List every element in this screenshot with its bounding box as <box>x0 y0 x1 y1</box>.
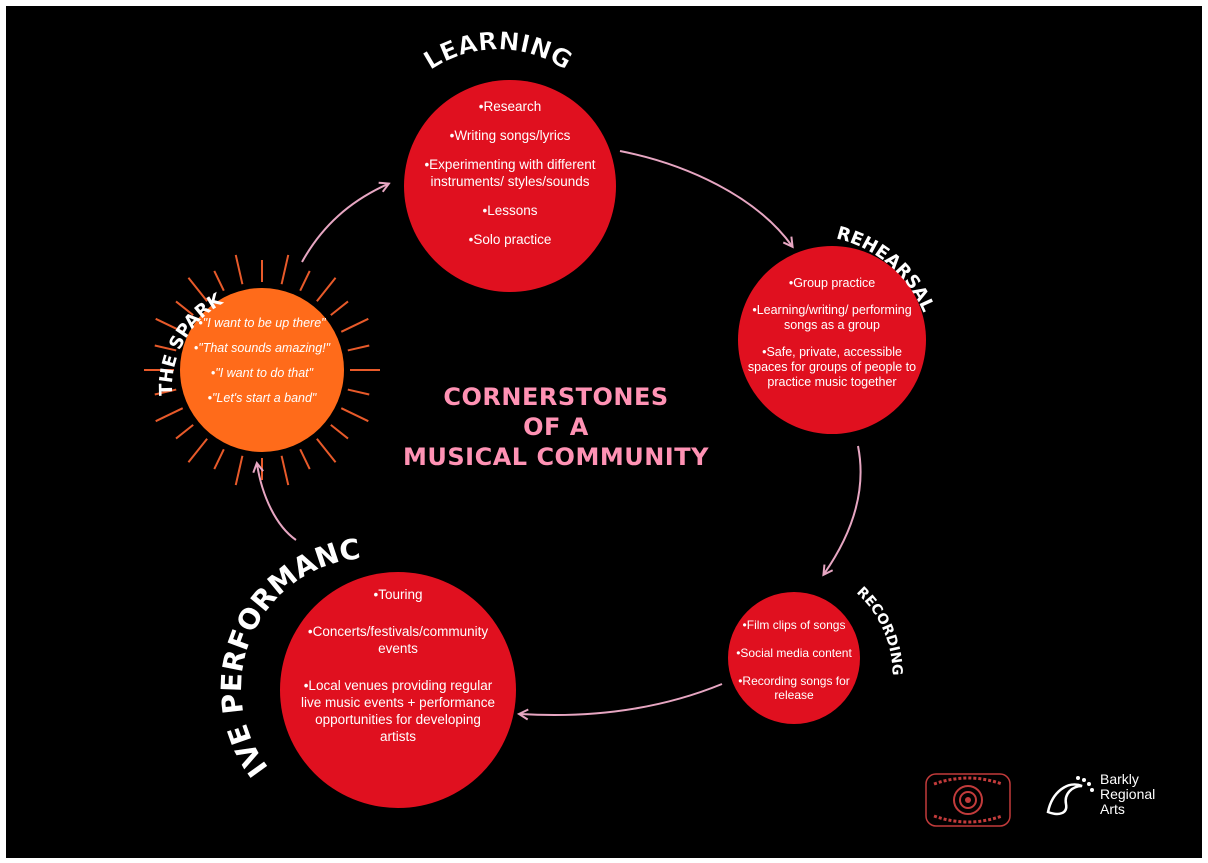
spark-ray <box>187 277 208 302</box>
spark-ray <box>330 424 349 440</box>
spark-ray <box>155 407 184 423</box>
arrow-recording-to-live <box>520 683 723 715</box>
list-item: •Social media content <box>736 646 852 660</box>
spark-ray <box>154 388 177 396</box>
list-item: •Group practice <box>788 276 876 290</box>
recording-heading: RECORDING <box>853 584 904 676</box>
list-item: •"I want to be up there" <box>198 316 326 330</box>
spark-rays <box>144 254 380 486</box>
spark-circle <box>180 288 344 452</box>
spark-ray <box>187 438 208 463</box>
wumpurrarni-logo <box>925 773 1011 827</box>
spark-ray <box>154 344 177 352</box>
barkly-logo-icon <box>1046 776 1094 816</box>
rehearsal-items: •Group practice •Learning/writing/ perfo… <box>742 276 922 402</box>
arrow-spark-to-learning <box>301 184 388 263</box>
diagram-canvas: LEARNING REHEARSAL RECORDING LIVE PERFOR… <box>6 6 1202 858</box>
spark-ray <box>340 317 369 333</box>
spark-ray <box>299 270 311 292</box>
title-line: CORNERSTONES <box>443 383 669 411</box>
spark-ray <box>347 344 370 352</box>
spark-ray <box>316 438 337 463</box>
barkly-logo-text: Barkly Regional Arts <box>1100 772 1155 817</box>
spark-ray <box>234 254 244 285</box>
list-item: •Solo practice <box>468 232 552 247</box>
rehearsal-circle <box>738 246 926 434</box>
spark-ray <box>280 254 290 285</box>
arrow-live-to-spark <box>257 464 297 541</box>
diagram-graphics: LEARNING REHEARSAL RECORDING LIVE PERFOR… <box>6 6 938 808</box>
page-title: CORNERSTONES OF A MUSICAL COMMUNITY <box>386 382 726 472</box>
logo-line: Regional <box>1100 786 1156 802</box>
spark-ray <box>234 455 244 486</box>
recording-items: •Film clips of songs •Social media conte… <box>730 618 858 714</box>
list-item: •Recording songs for release <box>738 674 850 702</box>
spark-items: •"I want to be up there" •"That sounds a… <box>186 316 338 416</box>
spark-ray <box>175 424 194 440</box>
list-item: •"I want to do that" <box>210 366 314 380</box>
logo-line: Barkly <box>1100 771 1139 787</box>
spark-ray <box>347 388 370 396</box>
arrow-learning-to-rehearsal <box>619 150 792 246</box>
spark-ray <box>213 270 225 292</box>
title-line: MUSICAL COMMUNITY <box>403 443 709 471</box>
spark-ray <box>175 300 194 316</box>
recording-circle <box>728 592 860 724</box>
learning-heading: LEARNING <box>419 26 578 75</box>
live-performance-circle <box>280 572 516 808</box>
list-item: •Film clips of songs <box>742 618 846 632</box>
arrow-rehearsal-to-recording <box>824 445 862 574</box>
list-item: •"That sounds amazing!" <box>193 341 331 355</box>
spark-ray <box>213 448 225 470</box>
list-item: •Concerts/festivals/community events <box>307 624 489 656</box>
learning-items: •Research •Writing songs/lyrics •Experim… <box>408 98 612 260</box>
list-item: •Safe, private, accessible spaces for gr… <box>747 345 917 389</box>
title-line: OF A <box>523 413 589 441</box>
spark-ray <box>316 277 337 302</box>
spark-ray <box>299 448 311 470</box>
list-item: •"Let's start a band" <box>207 391 317 405</box>
list-item: •Research <box>478 99 542 114</box>
spark-ray <box>330 300 349 316</box>
spark-ray <box>340 407 369 423</box>
list-item: •Touring <box>373 587 423 602</box>
spark-ray <box>280 455 290 486</box>
list-item: •Writing songs/lyrics <box>449 128 571 143</box>
spark-ray <box>155 317 184 333</box>
logo-line: Arts <box>1100 801 1125 817</box>
list-item: •Experimenting with different instrument… <box>424 157 596 189</box>
live-performance-items: •Touring •Concerts/festivals/community e… <box>296 586 500 757</box>
list-item: •Local venues providing regular live mus… <box>301 678 495 744</box>
list-item: •Lessons <box>482 203 538 218</box>
learning-circle <box>404 80 616 292</box>
list-item: •Learning/writing/ performing songs as a… <box>752 303 912 332</box>
